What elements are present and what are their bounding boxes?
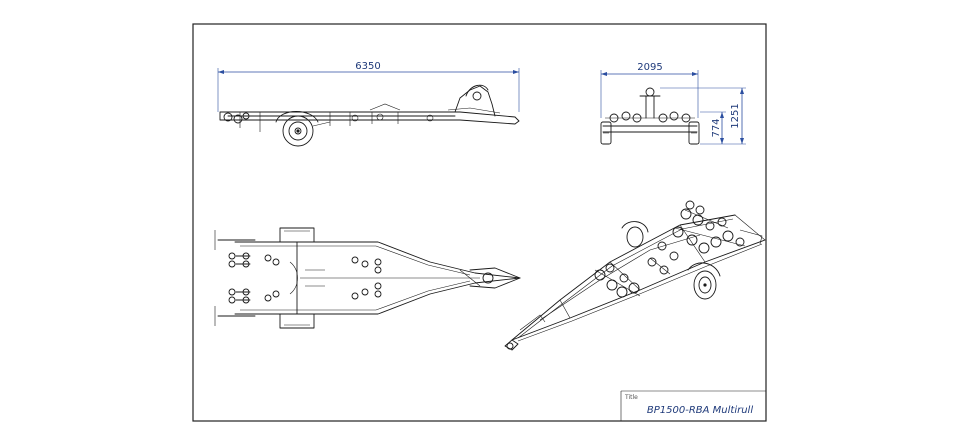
drawing-title: BP1500-RBA Multirull — [647, 405, 753, 416]
title-block-label: Title — [624, 394, 638, 401]
end-height-total-label: 1251 — [730, 103, 741, 128]
fender-top — [279, 227, 315, 243]
top-view — [214, 227, 521, 329]
drawbar — [469, 267, 521, 289]
end-height-total-dimension: 1251 — [660, 87, 746, 144]
top-rollers — [228, 252, 382, 304]
top-frame-lower — [234, 277, 521, 315]
side-length-dimension: 6350 — [217, 61, 520, 112]
iso-wheel-front — [693, 270, 717, 300]
drawing-border — [192, 23, 767, 422]
iso-wheel-rear — [626, 226, 644, 248]
side-length-label: 6350 — [355, 61, 380, 72]
top-frame-upper — [234, 241, 521, 279]
side-frame — [219, 84, 520, 147]
fender-bottom — [279, 313, 315, 329]
title-block: Title BP1500-RBA Multirull — [620, 390, 766, 421]
end-height-low-label: 774 — [711, 118, 722, 137]
end-height-low-dimension: 774 — [700, 111, 746, 145]
end-width-label: 2095 — [637, 62, 662, 73]
side-view: 6350 — [217, 61, 520, 147]
end-width-dimension: 2095 — [600, 62, 699, 118]
end-view: 2095 774 1251 — [600, 62, 746, 145]
end-structure — [600, 87, 700, 145]
iso-beam-left — [511, 214, 736, 341]
iso-rollers — [594, 200, 746, 298]
iso-view — [504, 200, 766, 351]
